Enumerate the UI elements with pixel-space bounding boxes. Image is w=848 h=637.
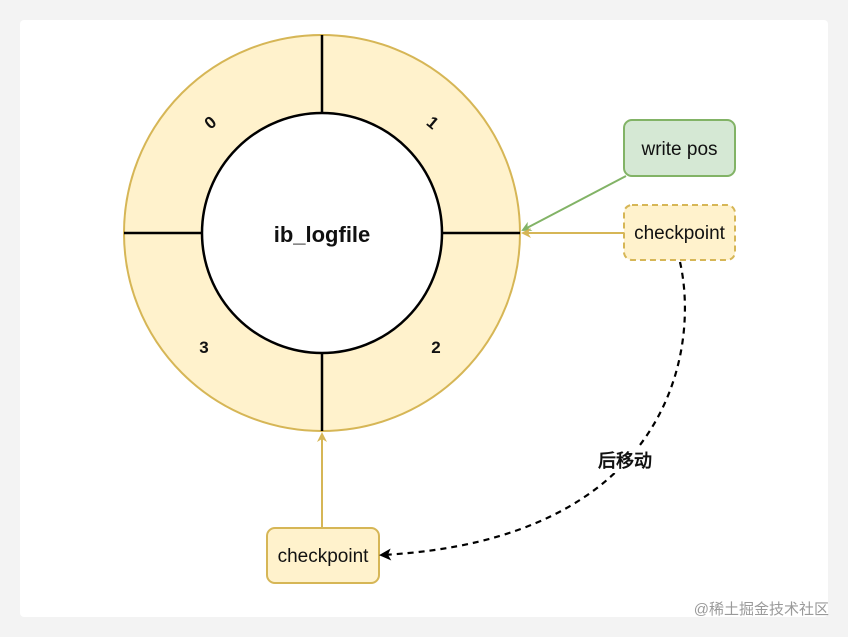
- write-pos-label: write pos: [640, 139, 717, 160]
- watermark: @稀土掘金技术社区: [694, 601, 829, 618]
- checkpoint-current-label: checkpoint: [634, 223, 726, 244]
- move-label-bg: [586, 447, 664, 473]
- segment-label-2: 2: [431, 338, 440, 357]
- center-label: ib_logfile: [274, 222, 371, 247]
- segment-label-3: 3: [199, 338, 208, 357]
- write-pos-arrow: [521, 175, 627, 231]
- write-pos-box: [623, 119, 736, 177]
- checkpoint-moved-label: checkpoint: [278, 546, 370, 567]
- move-path-arrow: [379, 261, 686, 561]
- move-label: 后移动: [598, 450, 652, 471]
